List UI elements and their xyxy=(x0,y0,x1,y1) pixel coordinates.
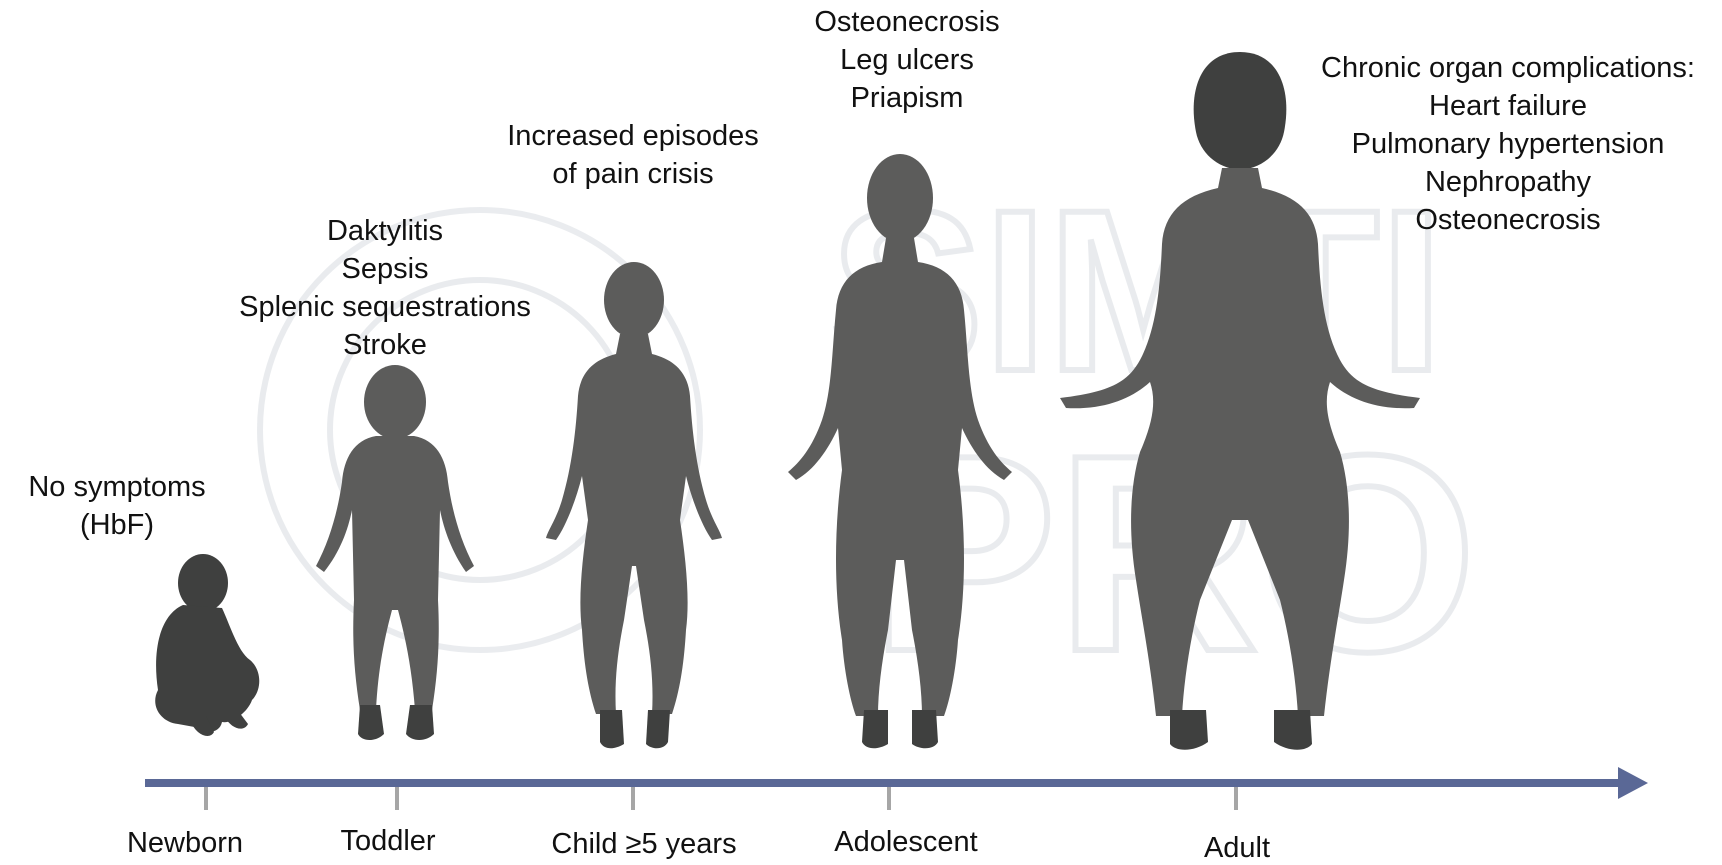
complication-item: No symptoms xyxy=(28,468,205,506)
stage-label-adult: Adult xyxy=(1204,831,1270,865)
timeline-axis xyxy=(145,767,1648,810)
complication-item: Osteonecrosis xyxy=(1321,201,1695,239)
complication-item: of pain crisis xyxy=(507,155,759,193)
complications-toddler: Daktylitis Sepsis Splenic sequestrations… xyxy=(239,212,531,364)
toddler-figure xyxy=(316,365,474,740)
complication-item: Splenic sequestrations xyxy=(239,288,531,326)
complications-newborn: No symptoms (HbF) xyxy=(28,468,205,544)
complication-item: Increased episodes xyxy=(507,117,759,155)
stage-label-child: Child ≥5 years xyxy=(551,827,736,861)
complication-item: Leg ulcers xyxy=(814,41,999,79)
complication-item: (HbF) xyxy=(28,506,205,544)
stage-label-newborn: Newborn xyxy=(127,826,243,860)
complication-item: Osteonecrosis xyxy=(814,3,999,41)
complications-adult: Chronic organ complications: Heart failu… xyxy=(1321,49,1695,239)
complication-item: Heart failure xyxy=(1321,87,1695,125)
complication-item: Nephropathy xyxy=(1321,163,1695,201)
child-figure xyxy=(546,262,722,748)
complications-adolescent: Osteonecrosis Leg ulcers Priapism xyxy=(814,3,999,117)
stage-label-adolescent: Adolescent xyxy=(834,825,978,859)
newborn-figure xyxy=(155,554,259,736)
complication-item: Chronic organ complications: xyxy=(1321,49,1695,87)
complication-item: Stroke xyxy=(239,326,531,364)
timeline-arrowhead xyxy=(1618,767,1648,799)
complication-item: Priapism xyxy=(814,79,999,117)
stage-label-toddler: Toddler xyxy=(340,824,435,858)
complications-child: Increased episodes of pain crisis xyxy=(507,117,759,193)
complication-item: Daktylitis xyxy=(239,212,531,250)
complication-item: Pulmonary hypertension xyxy=(1321,125,1695,163)
complication-item: Sepsis xyxy=(239,250,531,288)
